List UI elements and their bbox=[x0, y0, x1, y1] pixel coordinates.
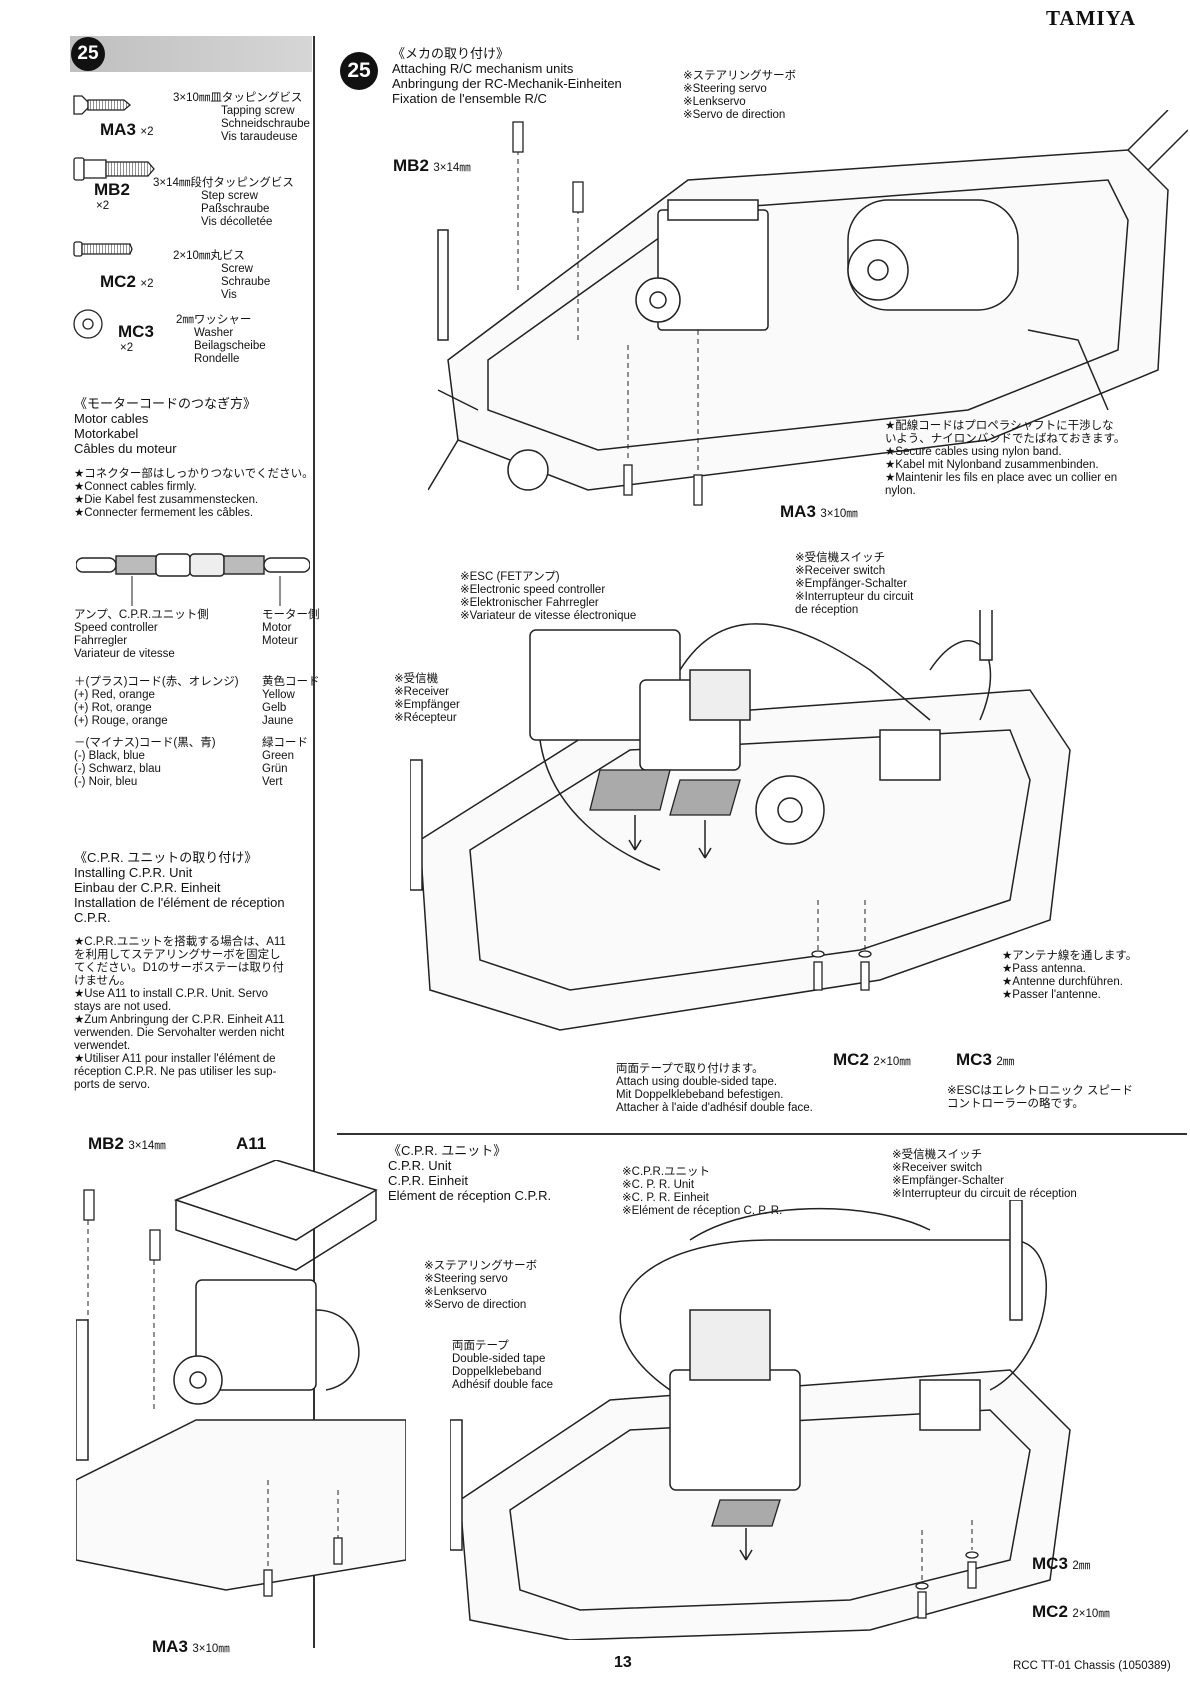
label-esc-note: ※ESCはエレクトロニック スピードコントローラーの略です。 bbox=[947, 1085, 1133, 1110]
label-ma3: MA3 3×10㎜ bbox=[780, 502, 858, 521]
label-steering-servo: ※ステアリングサーボ※Steering servo※Lenkservo※Serv… bbox=[683, 70, 797, 121]
label-double-sided-tape: 両面テープで取り付けます。Attach using double-sided t… bbox=[616, 1063, 813, 1114]
brand-logo: TAMIYA bbox=[1046, 6, 1137, 30]
main-step-number: 25 bbox=[340, 52, 378, 90]
page-number: 13 bbox=[614, 1654, 632, 1671]
column-divider bbox=[313, 36, 315, 1648]
label-receiver: ※受信機※Receiver※Empfänger※Récepteur bbox=[394, 673, 460, 724]
cpr-label-steering-servo: ※ステアリングサーボ※Steering servo※Lenkservo※Serv… bbox=[424, 1260, 538, 1311]
label-esc: ※ESC (FETアンプ)※Electronic speed controlle… bbox=[460, 571, 637, 622]
part-mc2-code: MC2 ×2 bbox=[100, 272, 154, 291]
step-number: 25 bbox=[71, 37, 105, 71]
part-mb2-desc: 3×14㎜段付タッピングビス Step screw Paßschraube Vi… bbox=[153, 177, 294, 228]
cpr-label-mb2: MB2 3×14㎜ bbox=[88, 1134, 166, 1153]
chassis-diagram-servo bbox=[428, 110, 1188, 506]
motor-connector-illustration bbox=[76, 553, 310, 606]
label-nylon-band: ★配線コードはプロペラシャフトに干渉しないよう、ナイロンバンドでたばねておきます… bbox=[885, 420, 1126, 497]
parts-icons bbox=[73, 95, 155, 339]
part-mb2-code: MB2×2 bbox=[94, 180, 130, 212]
motor-cables-notes: ★コネクター部はしっかりつないでください。★Connect cables fir… bbox=[74, 468, 314, 519]
part-ma3-desc: 3×10㎜皿タッピングビス Tapping screw Schneidschra… bbox=[173, 92, 310, 143]
cpr-label-mc2: MC2 2×10㎜ bbox=[1032, 1602, 1110, 1621]
cpr-label-mc3: MC3 2㎜ bbox=[1032, 1554, 1091, 1573]
part-ma3-code: MA3 ×2 bbox=[100, 120, 154, 139]
plus-cable-left: ＋(プラス)コード(赤、オレンジ)(+) Red, orange(+) Rot,… bbox=[74, 676, 239, 727]
cpr-label-receiver-switch: ※受信機スイッチ※Receiver switch※Empfänger-Schal… bbox=[892, 1149, 1077, 1200]
minus-cable-left: －(マイナス)コード(黒、青)(-) Black, blue(-) Schwar… bbox=[74, 737, 216, 788]
cpr-label-ma3: MA3 3×10㎜ bbox=[152, 1637, 230, 1656]
part-mc3-desc: 2㎜ワッシャー Washer Beilagscheibe Rondelle bbox=[176, 314, 266, 365]
cpr-install-title: 《C.P.R. ユニットの取り付け》Installing C.P.R. Unit… bbox=[74, 850, 285, 925]
section-divider bbox=[337, 1133, 1187, 1135]
step-bar bbox=[70, 36, 312, 72]
part-mc2-desc: 2×10㎜丸ビス Screw Schraube Vis bbox=[173, 250, 271, 301]
cpr-label-a11: A11 bbox=[236, 1134, 267, 1153]
label-mc2: MC2 2×10㎜ bbox=[833, 1050, 911, 1069]
cpr-label-cpr-unit: ※C.P.R.ユニット※C. P. R. Unit※C. P. R. Einhe… bbox=[622, 1166, 783, 1217]
chassis-diagram-esc bbox=[410, 610, 1071, 1031]
label-mb2: MB2 3×14㎜ bbox=[393, 156, 471, 175]
cpr-servo-diagram bbox=[76, 1160, 406, 1597]
part-mc3-code: MC3×2 bbox=[118, 322, 154, 354]
label-receiver-switch: ※受信機スイッチ※Receiver switch※Empfänger-Schal… bbox=[795, 552, 914, 616]
cpr-unit-diagram bbox=[450, 1200, 1071, 1640]
document-id: RCC TT-01 Chassis (1050389) bbox=[1013, 1660, 1171, 1672]
label-antenna: ★アンテナ線を通します。★Pass antenna.★Antenne durch… bbox=[1002, 950, 1138, 1001]
label-mc3: MC3 2㎜ bbox=[956, 1050, 1015, 1069]
